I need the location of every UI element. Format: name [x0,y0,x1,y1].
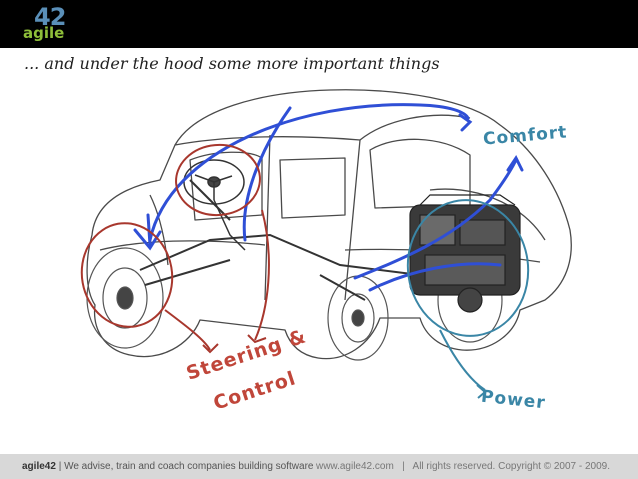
footer-copyright: All rights reserved. Copyright © 2007 - … [412,461,610,472]
footer-right: www.agile42.com | All rights reserved. C… [316,461,610,472]
footer-separator: | [55,461,65,472]
footer-tagline: We advise, train and coach companies bui… [64,461,314,472]
comfort-annotation [133,103,524,292]
steering-control-annotation [80,143,270,354]
footer-brand: agile42 [22,461,56,472]
engine-block-sketch [409,194,521,313]
footer-url-link[interactable]: www.agile42.com [315,461,394,472]
footer-bar: agile42 | We advise, train and coach com… [0,454,638,479]
power-annotation [406,199,530,399]
logo-number: 42 [34,3,66,31]
agile42-logo[interactable]: 42 agile [12,2,72,46]
logo-word: agile [23,24,65,42]
slide-subtitle: ... and under the hood some more importa… [24,54,440,73]
header-bar: 42 agile [0,0,638,48]
car-body-sketch [86,89,572,360]
footer-left: agile42 | We advise, train and coach com… [22,461,313,472]
footer-divider: | [402,461,405,472]
